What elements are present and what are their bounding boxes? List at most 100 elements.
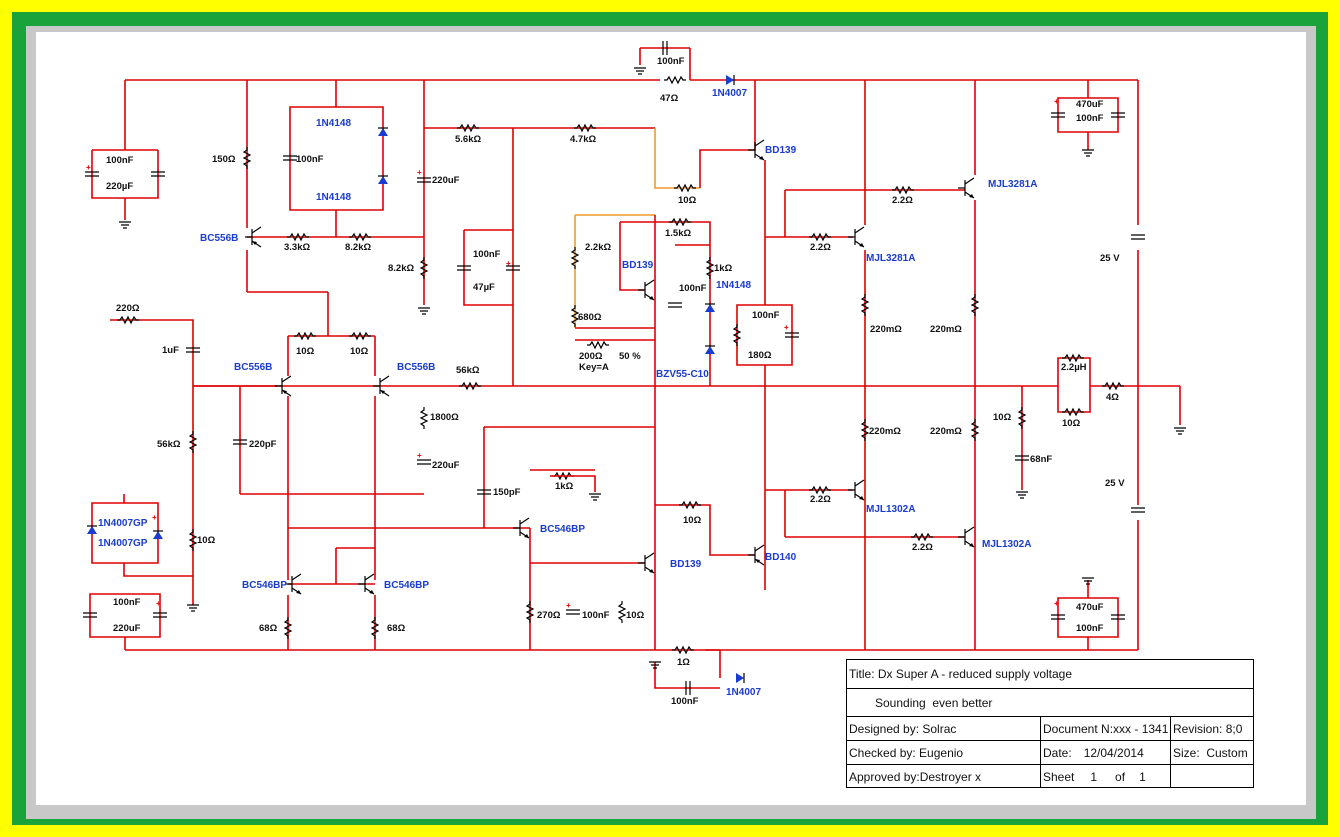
- label: 10Ω: [678, 195, 697, 206]
- vas-stage: [246, 80, 793, 650]
- svg-text:+: +: [784, 323, 789, 332]
- label: 220mΩ: [870, 324, 902, 335]
- label: 220uF: [113, 623, 141, 634]
- sheet-label: Sheet: [1043, 769, 1075, 784]
- label: BC556B: [234, 362, 272, 373]
- label: 680Ω: [578, 312, 602, 323]
- label: MJL1302A: [866, 504, 915, 515]
- label: BZV55-C10: [656, 369, 709, 380]
- components: [82, 40, 1187, 696]
- checked-by: Checked by: Eugenio: [849, 746, 964, 760]
- title: Title: Dx Super A - reduced supply volta…: [849, 667, 1073, 681]
- label: 47µF: [473, 282, 495, 293]
- label: 10Ω: [197, 535, 216, 546]
- label: 1.5kΩ: [665, 228, 691, 239]
- label: BD139: [622, 260, 654, 271]
- label: 1N4148: [316, 192, 351, 203]
- label: 100nF: [671, 696, 699, 707]
- label: 1N4007: [712, 88, 747, 99]
- label: 1N4007GP: [98, 538, 148, 549]
- label: 1kΩ: [714, 263, 733, 274]
- label: 270Ω: [537, 610, 561, 621]
- label: 2.2Ω: [810, 242, 831, 253]
- label: 10Ω: [296, 346, 315, 357]
- polarity-marks: +++ +++ ++++: [86, 97, 1059, 610]
- label: 10Ω: [993, 412, 1012, 423]
- label: 25 V: [1100, 253, 1120, 264]
- label: 2.2µH: [1061, 362, 1087, 373]
- label: 25 V: [1105, 478, 1125, 489]
- label: 220mΩ: [930, 324, 962, 335]
- date-value: 12/04/2014: [1083, 746, 1144, 760]
- date-label: Date:: [1043, 746, 1072, 760]
- size: Size: Custom: [1170, 741, 1253, 765]
- label: 10Ω: [1062, 418, 1081, 429]
- label: 220uF: [432, 175, 460, 186]
- date: Date: 12/04/2014: [1040, 741, 1170, 765]
- svg-text:+: +: [1054, 97, 1059, 106]
- label: 2.2Ω: [892, 195, 913, 206]
- label: 180Ω: [748, 350, 772, 361]
- svg-text:+: +: [1054, 599, 1059, 608]
- label: 100nF: [679, 283, 707, 294]
- label: MJL3281A: [988, 179, 1037, 190]
- svg-text:+: +: [506, 259, 511, 268]
- label: 1N4148: [316, 118, 351, 129]
- label: 5.6kΩ: [455, 134, 481, 145]
- label: 220Ω: [116, 303, 140, 314]
- input-stage: [91, 250, 530, 650]
- label: 100nF: [657, 56, 685, 67]
- label: BC546BP: [384, 580, 429, 591]
- bottom-rail: [89, 520, 1139, 651]
- label: 8.2kΩ: [345, 242, 371, 253]
- label: MJL3281A: [866, 253, 915, 264]
- label: 220µF: [106, 181, 133, 192]
- revision: Revision: 8;0: [1170, 717, 1253, 741]
- label: 150Ω: [212, 154, 236, 165]
- sheet-number: 1: [1090, 769, 1098, 784]
- label: 200Ω: [579, 351, 603, 362]
- label: 220mΩ: [930, 426, 962, 437]
- blank-cell: [1170, 765, 1253, 788]
- label: 100nF: [296, 154, 324, 165]
- designed-by: Designed by: Solrac: [849, 722, 957, 736]
- label: 47Ω: [660, 93, 679, 104]
- label: 56kΩ: [456, 365, 480, 376]
- label: 8.2kΩ: [388, 263, 414, 274]
- label: 1uF: [162, 345, 179, 356]
- label: 220pF: [249, 439, 277, 450]
- component-labels: 100nF 47Ω 1N4007 470uF 100nF 100nF 220µF…: [98, 56, 1125, 707]
- svg-text:+: +: [566, 601, 571, 610]
- label: 100nF: [113, 597, 141, 608]
- label: BC546BP: [540, 524, 585, 535]
- svg-text:+: +: [156, 599, 161, 608]
- label: 100nF: [106, 155, 134, 166]
- label: 2.2kΩ: [585, 242, 611, 253]
- label: 100nF: [1076, 623, 1104, 634]
- label: 100nF: [473, 249, 501, 260]
- label: 1N4007GP: [98, 518, 148, 529]
- svg-text:+: +: [86, 163, 91, 172]
- sheet-total: 1: [1139, 769, 1146, 784]
- sheet-of: of: [1115, 769, 1126, 784]
- title-block: Title: Dx Super A - reduced supply volta…: [846, 659, 1254, 788]
- label: BD139: [670, 559, 702, 570]
- label: 10Ω: [683, 515, 702, 526]
- label: 1kΩ: [555, 481, 574, 492]
- label: 50 %: [619, 351, 641, 362]
- label: BD139: [765, 145, 797, 156]
- approved-by: Approved by:Destroyer x: [849, 769, 982, 784]
- output-stage: [654, 80, 1119, 689]
- label: 150pF: [493, 487, 521, 498]
- document-number: Document N:xxx - 1341: [1040, 717, 1170, 741]
- label: BC546BP: [242, 580, 287, 591]
- label: 56kΩ: [157, 439, 181, 450]
- label: 100nF: [1076, 113, 1104, 124]
- label: 1N4007: [726, 687, 761, 698]
- label: 1N4148: [716, 280, 751, 291]
- sheet: Sheet 1 of 1: [1040, 765, 1170, 788]
- label: 220mΩ: [869, 426, 901, 437]
- label: 470uF: [1076, 602, 1104, 613]
- label: 68nF: [1030, 454, 1052, 465]
